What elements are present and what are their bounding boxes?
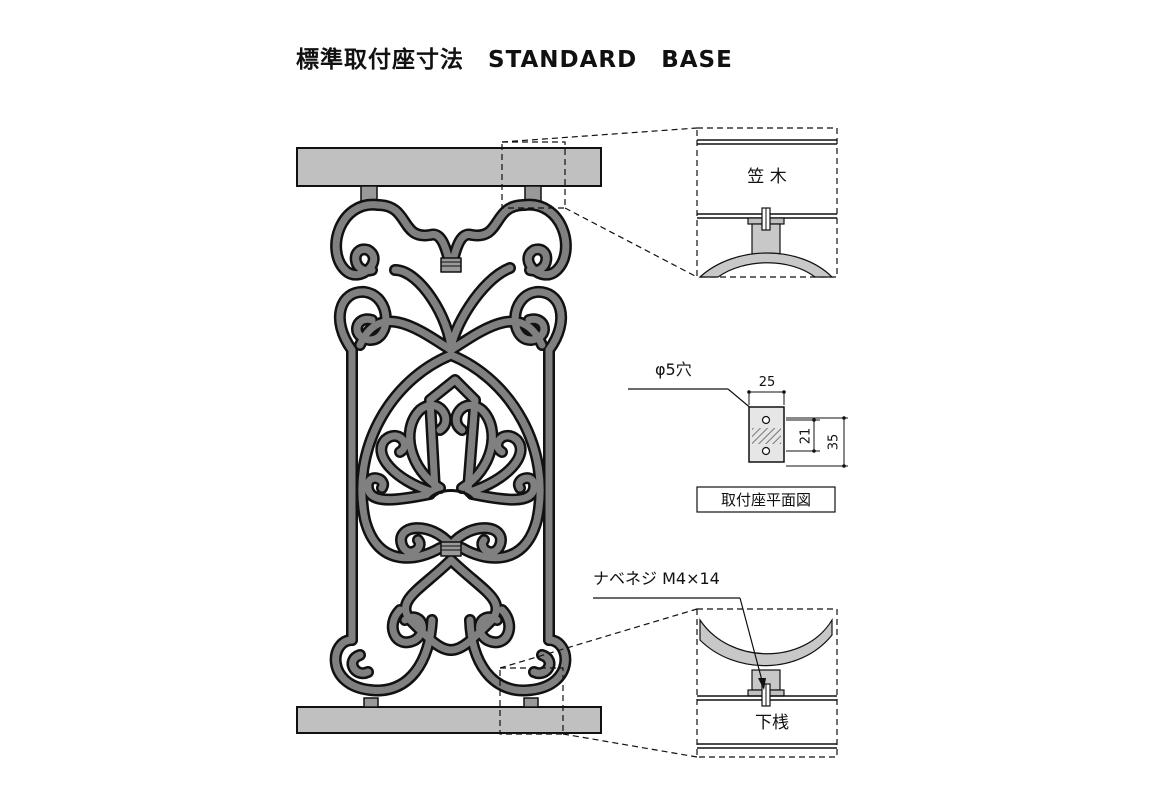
screw-leader: ナベネジ M4×14 — [593, 569, 766, 690]
detail-callout-top — [501, 141, 566, 209]
detail-callout-bottom — [499, 667, 564, 735]
top-rail — [296, 147, 602, 187]
dim-width: 25 — [759, 375, 776, 390]
mounting-post — [363, 697, 379, 708]
bottom-rail-label: 下桟 — [755, 713, 789, 733]
baluster-elevation — [296, 141, 602, 735]
dim-length: 35 — [827, 434, 842, 451]
dim-hole-pitch: 21 — [799, 428, 814, 445]
plan-view-caption-box — [696, 486, 836, 513]
mounting-post — [523, 697, 539, 708]
drawing-title: 標準取付座寸法 STANDARD BASE — [296, 47, 733, 73]
ironwork — [329, 198, 572, 697]
base-plan-view: φ5穴 25 21 35 取付座平面図 — [628, 360, 848, 513]
top-detail-view: 笠 木 — [696, 127, 838, 278]
hole-label: φ5穴 — [655, 360, 692, 379]
base-hatch — [752, 428, 781, 444]
top-rail-label: 笠 木 — [747, 167, 786, 187]
bottom-rail — [296, 706, 602, 734]
detail-leaders — [499, 127, 698, 758]
screw-label: ナベネジ M4×14 — [593, 569, 720, 588]
plan-view-caption: 取付座平面図 — [721, 491, 811, 509]
bottom-detail-view: 下桟 — [696, 608, 838, 758]
